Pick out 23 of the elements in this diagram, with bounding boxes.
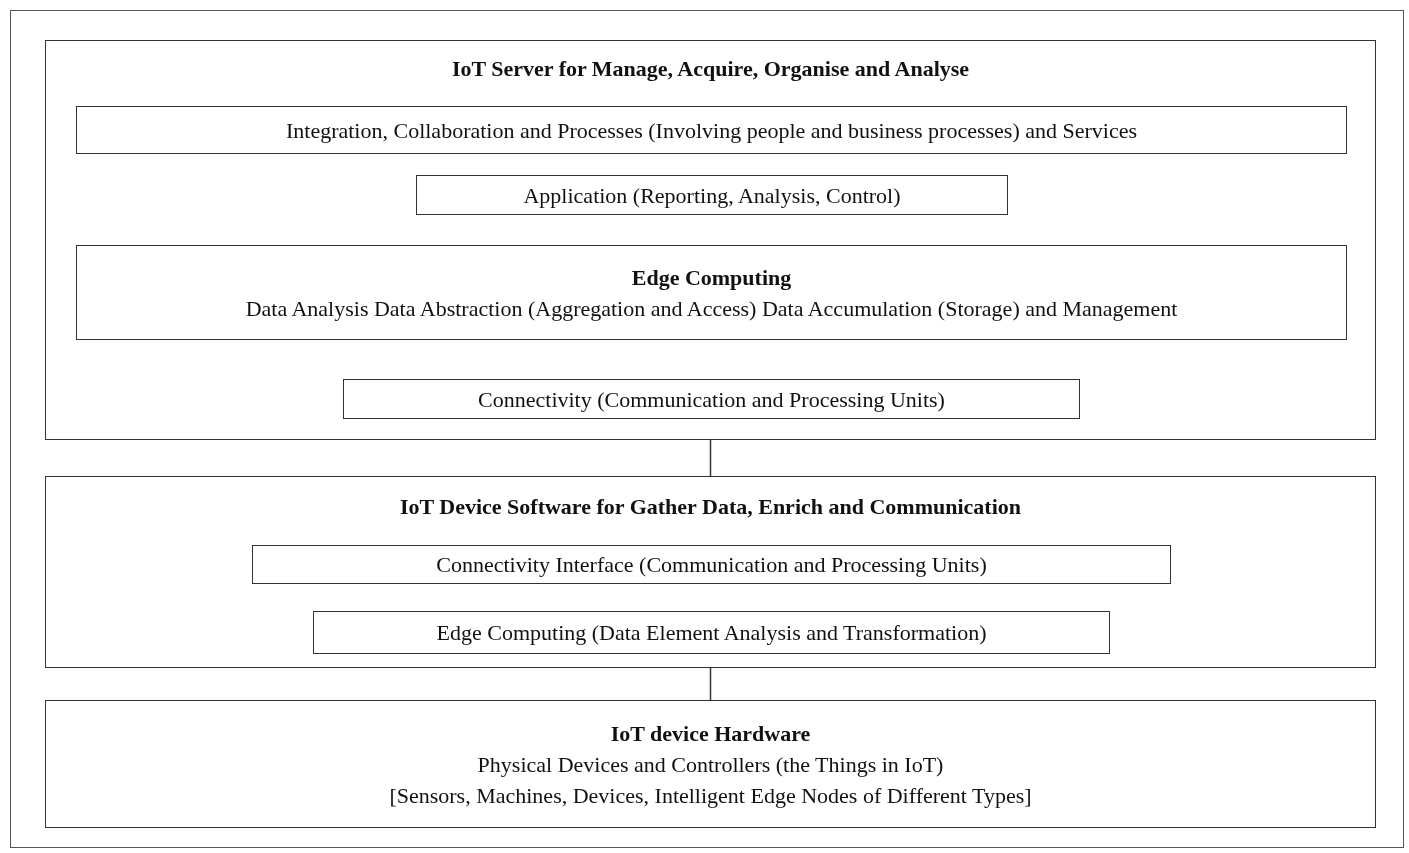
component-box: [343, 379, 1080, 419]
heading-text: IoT Device Software for Gather Data, Enrich and Communication: [399, 493, 1022, 521]
heading-text: IoT Server for Manage, Acquire, Organise and Analyse: [451, 55, 970, 83]
body-text: Physical Devices and Controllers (the Things in IoT): [477, 750, 944, 779]
body-text: Connectivity (Communication and Processing Units): [478, 385, 945, 414]
heading-text: IoT device Hardware: [610, 719, 811, 748]
layer-box: [45, 40, 1376, 440]
component-box: [76, 106, 1347, 154]
layer-box: [45, 476, 1376, 668]
component-box: [76, 245, 1347, 340]
body-text: Data Analysis Data Abstraction (Aggregation and Access) Data Accumulation (Storage) and Management: [245, 294, 1178, 323]
layer-box: [45, 700, 1376, 828]
body-text: Application (Reporting, Analysis, Control): [523, 181, 901, 210]
body-text: Integration, Collaboration and Processes (Involving people and business processes) and Services: [285, 116, 1138, 145]
body-text: Edge Computing (Data Element Analysis and Transformation): [436, 619, 987, 647]
heading-text: Edge Computing: [631, 263, 792, 292]
component-box: [416, 175, 1008, 215]
body-text: Connectivity Interface (Communication and Processing Units): [436, 551, 987, 579]
connector-line: [709, 667, 712, 701]
connector-line: [709, 439, 712, 477]
body-text: [Sensors, Machines, Devices, Intelligent Edge Nodes of Different Types]: [389, 781, 1032, 810]
component-box: [313, 611, 1110, 654]
component-box: [252, 545, 1171, 584]
